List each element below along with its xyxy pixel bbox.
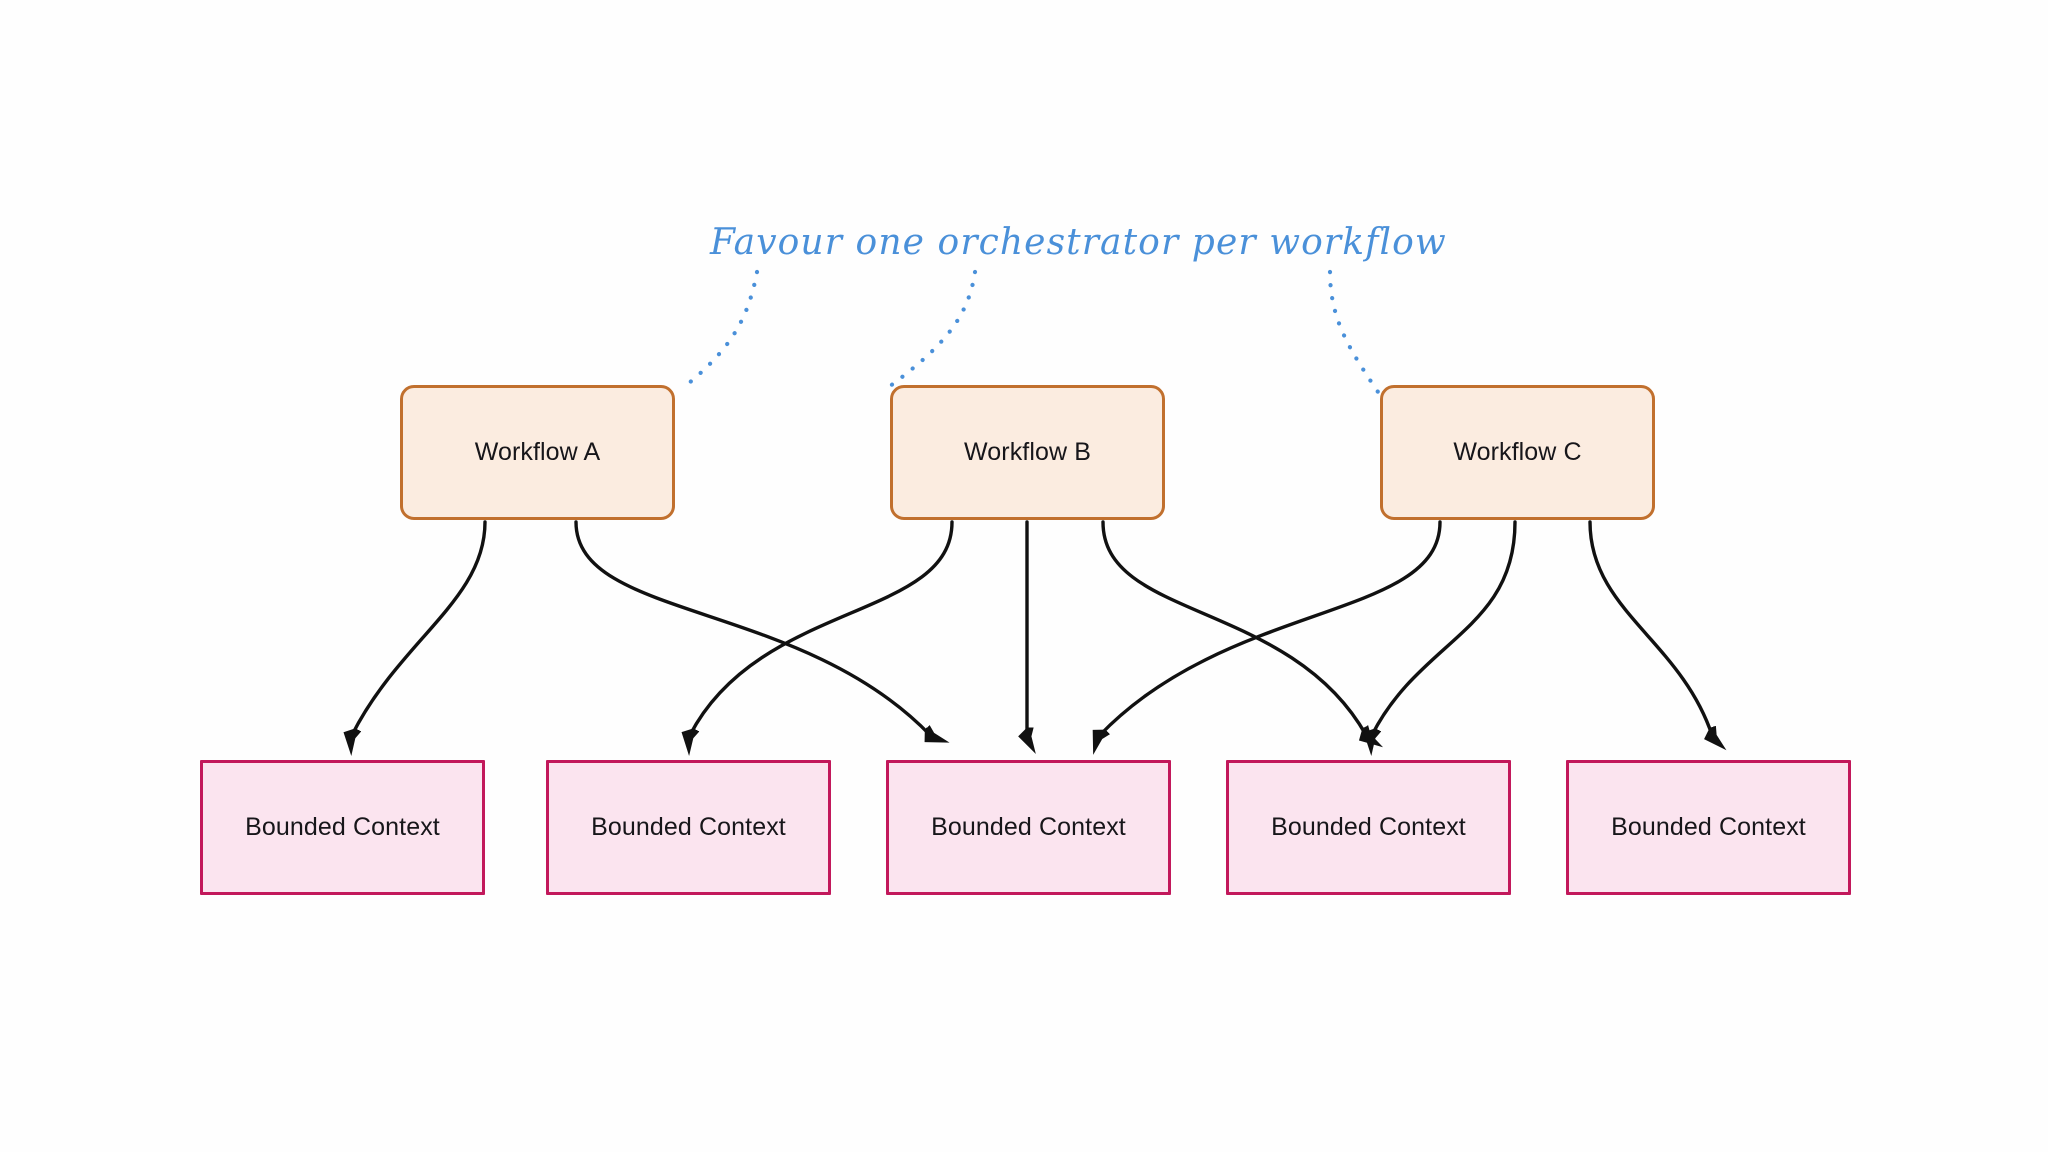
bounded-context-node-3[interactable]: Bounded Context (886, 760, 1171, 895)
bounded-context-node-label: Bounded Context (1611, 813, 1806, 841)
wf-a-to-bc-3 (574, 520, 930, 735)
bounded-context-node-label: Bounded Context (591, 813, 786, 841)
workflow-node-label: Workflow C (1453, 438, 1582, 466)
leader-to-wf-c (1327, 269, 1381, 395)
bounded-context-node-4[interactable]: Bounded Context (1226, 760, 1511, 895)
bounded-context-node-2[interactable]: Bounded Context (546, 760, 831, 895)
wf-b-to-bc-2 (690, 520, 954, 735)
workflow-node-3[interactable]: Workflow C (1380, 385, 1655, 520)
workflow-node-label: Workflow A (474, 438, 601, 466)
workflow-node-label: Workflow B (964, 438, 1091, 466)
leader-to-wf-a (680, 269, 760, 391)
wf-b-to-bc-4 (1101, 520, 1366, 735)
bounded-context-node-1[interactable]: Bounded Context (200, 760, 485, 895)
wf-a-to-bc-1 (352, 520, 487, 735)
annotation-leader-lines (680, 269, 1381, 395)
bounded-context-node-label: Bounded Context (1271, 813, 1466, 841)
bounded-context-node-5[interactable]: Bounded Context (1566, 760, 1851, 895)
bounded-context-node-label: Bounded Context (245, 813, 440, 841)
bounded-context-node-label: Bounded Context (931, 813, 1126, 841)
wf-c-to-bc-3 (1100, 520, 1442, 735)
workflow-to-context-edges (352, 520, 1712, 735)
leader-to-wf-b (879, 269, 978, 395)
workflow-node-1[interactable]: Workflow A (400, 385, 675, 520)
workflow-node-2[interactable]: Workflow B (890, 385, 1165, 520)
annotation-label: Favour one orchestrator per workflow (710, 222, 1447, 263)
wf-c-to-bc-4 (1372, 520, 1517, 735)
wf-c-to-bc-5 (1588, 520, 1712, 735)
